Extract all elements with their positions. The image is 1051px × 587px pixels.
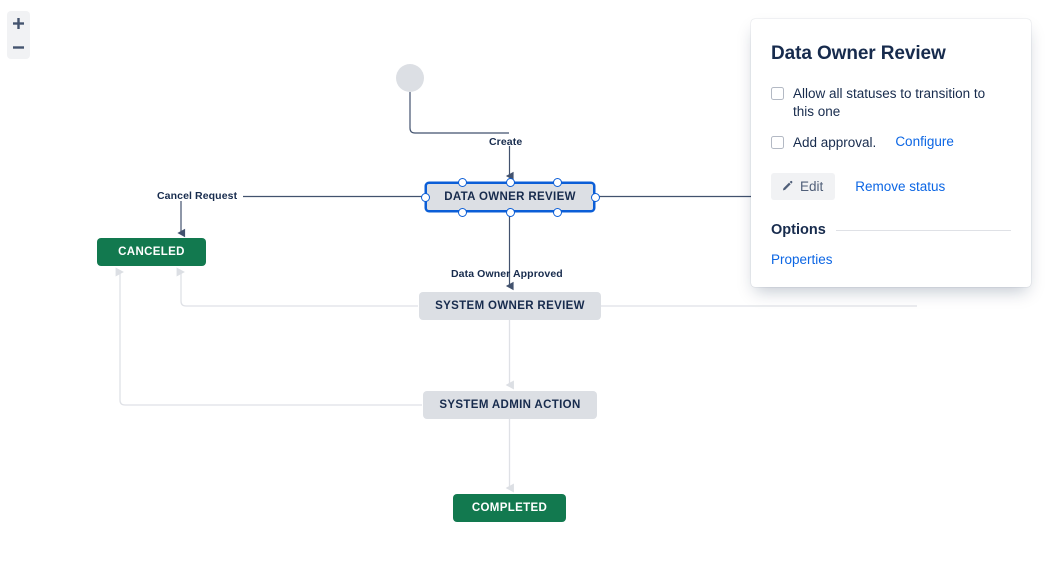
edge-label-data-owner-approved[interactable]: Data Owner Approved: [451, 268, 563, 280]
checkbox-add-approval[interactable]: [771, 136, 784, 149]
node-label-system-admin-action: SYSTEM ADMIN ACTION: [439, 399, 581, 411]
options-header: Options: [771, 222, 1011, 238]
node-label-data-owner-review: DATA OWNER REVIEW: [444, 191, 576, 203]
zoom-out-button[interactable]: [7, 35, 30, 59]
resize-handle-w[interactable]: [420, 192, 430, 202]
resize-handle-n-right[interactable]: [553, 177, 562, 187]
node-data-owner-review[interactable]: DATA OWNER REVIEW: [425, 182, 595, 212]
resize-handle-n[interactable]: [505, 177, 515, 187]
edit-button[interactable]: Edit: [771, 173, 836, 200]
checkbox-label-allow-all-statuses: Allow all statuses to transition to this…: [793, 86, 986, 119]
edge-system-admin-to-canceled: [115, 267, 422, 406]
edit-button-label: Edit: [800, 179, 824, 194]
zoom-in-button[interactable]: [7, 11, 30, 35]
node-canceled[interactable]: CANCELED: [97, 238, 206, 266]
resize-handle-e[interactable]: [590, 192, 600, 202]
minus-icon: [13, 45, 24, 49]
checkbox-label-add-approval: Add approval.: [793, 135, 877, 150]
pencil-icon: [782, 180, 793, 191]
resize-handle-s[interactable]: [505, 207, 515, 217]
node-completed[interactable]: COMPLETED: [453, 494, 566, 522]
popup-action-row: Edit Remove status: [771, 173, 1011, 200]
resize-handle-s-left[interactable]: [458, 207, 467, 217]
node-label-system-owner-review: SYSTEM OWNER REVIEW: [435, 300, 585, 312]
plus-icon: [13, 17, 24, 29]
start-node[interactable]: [396, 64, 424, 92]
remove-status-link[interactable]: Remove status: [855, 179, 946, 194]
resize-handle-n-left[interactable]: [458, 177, 467, 187]
checkbox-row-allow-all-statuses[interactable]: Allow all statuses to transition to this…: [771, 85, 1011, 121]
edge-start-to-create: [409, 92, 509, 134]
popup-title: Data Owner Review: [771, 43, 946, 64]
node-system-admin-action[interactable]: SYSTEM ADMIN ACTION: [423, 391, 597, 419]
resize-handle-s-right[interactable]: [553, 207, 562, 217]
checkbox-allow-all-statuses[interactable]: [771, 87, 784, 100]
options-heading: Options: [771, 222, 826, 238]
node-label-canceled: CANCELED: [118, 246, 185, 258]
edge-label-create[interactable]: Create: [489, 136, 523, 148]
node-label-completed: COMPLETED: [471, 502, 548, 514]
configure-link[interactable]: Configure: [895, 134, 954, 149]
options-divider: [835, 229, 1011, 231]
zoom-controls: [7, 11, 30, 59]
properties-link[interactable]: Properties: [771, 252, 833, 267]
checkbox-row-add-approval[interactable]: Add approval. Configure: [771, 134, 1011, 152]
status-properties-popup: Data Owner Review Allow all statuses to …: [751, 19, 1031, 287]
node-system-owner-review[interactable]: SYSTEM OWNER REVIEW: [419, 292, 601, 320]
edge-label-cancel-request[interactable]: Cancel Request: [157, 190, 238, 202]
edge-system-owner-review-to-canceled: [176, 267, 418, 307]
